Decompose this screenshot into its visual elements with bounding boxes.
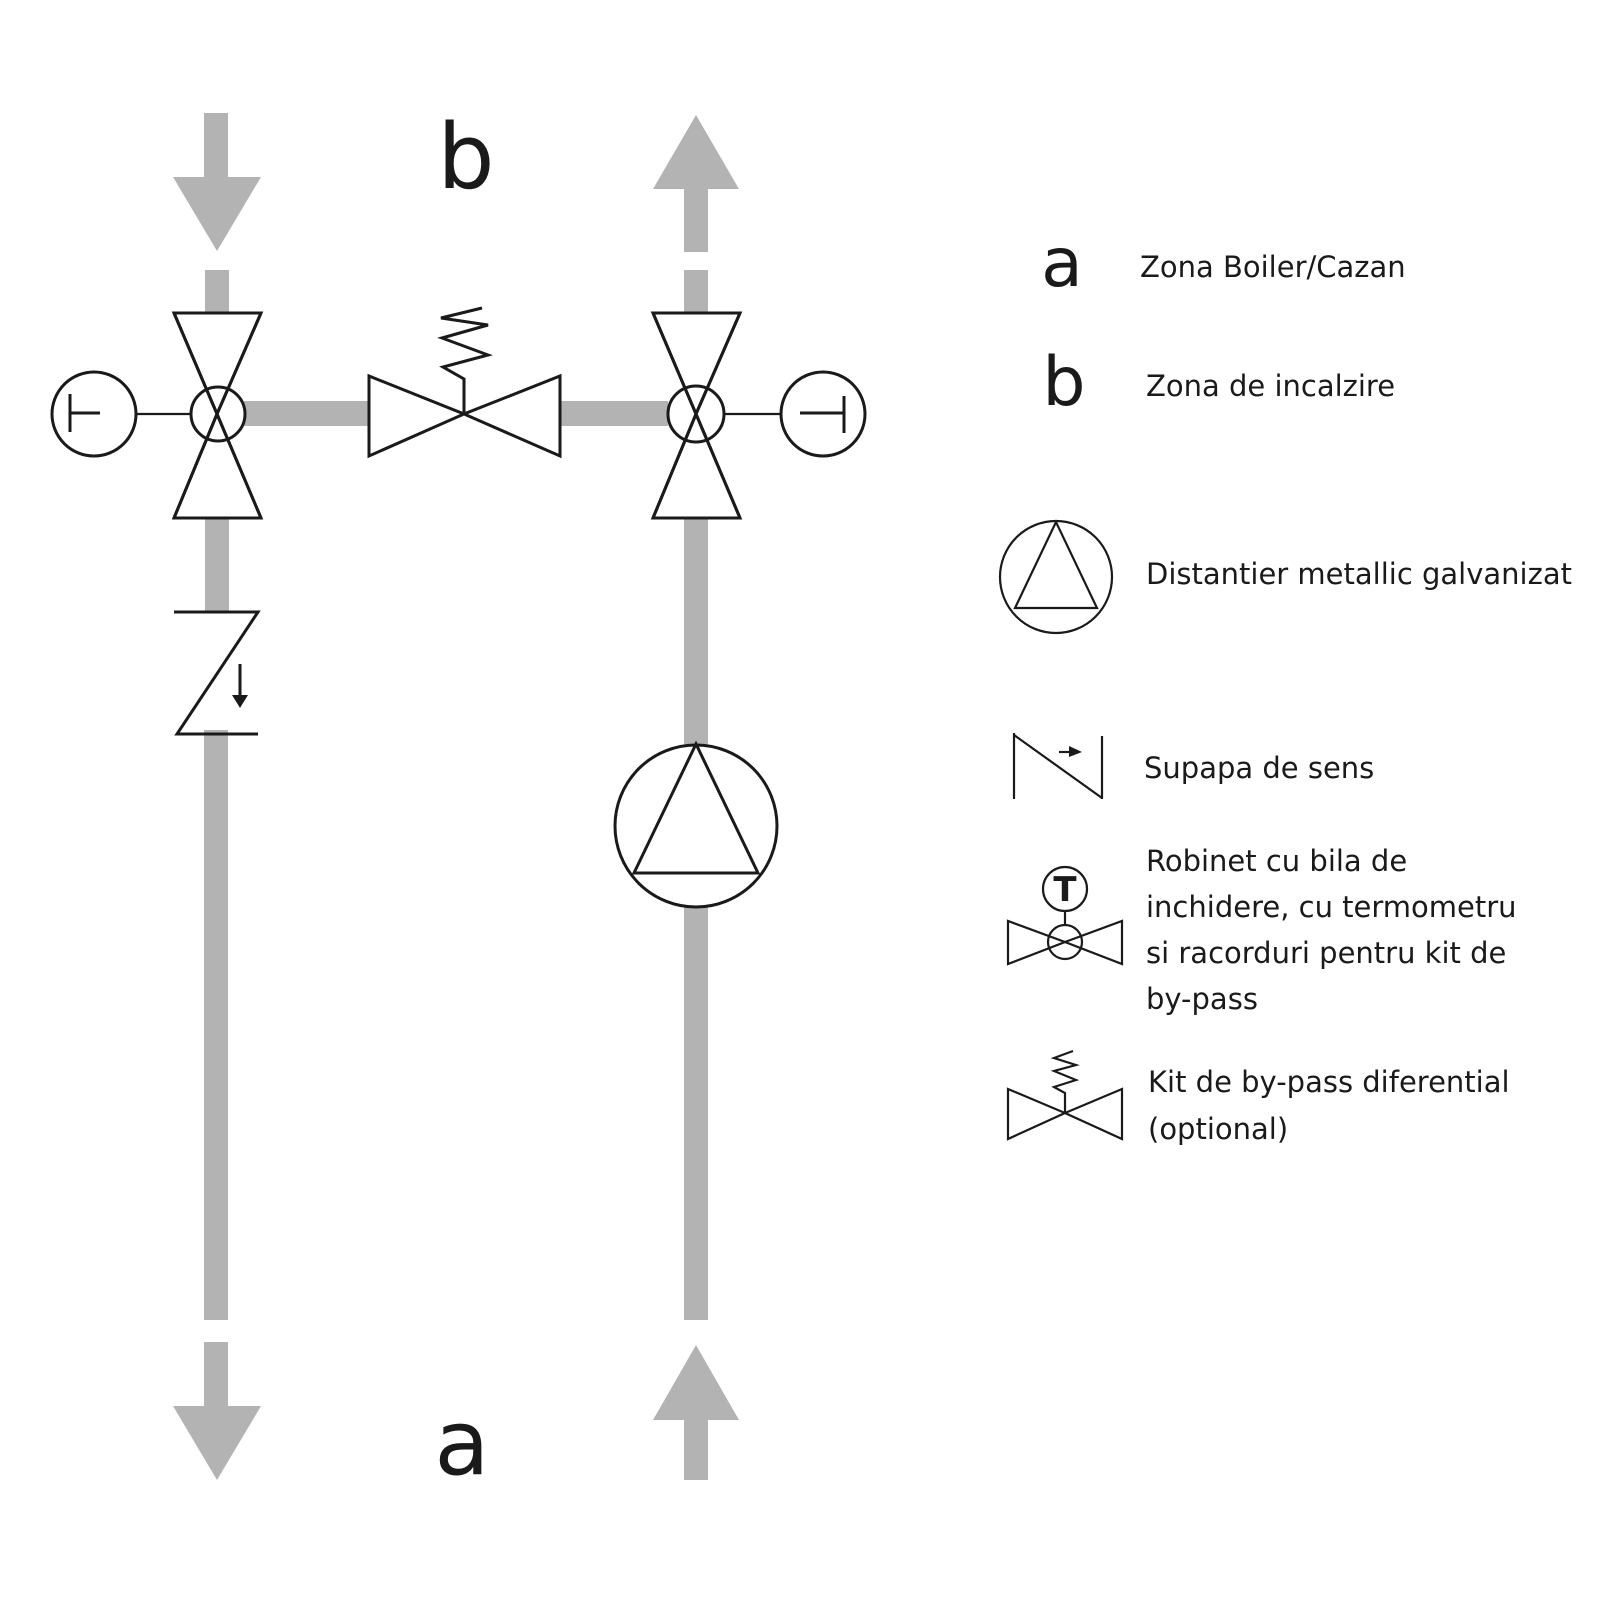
- spacer-icon: [613, 743, 779, 909]
- right-pipe-top-stub: [684, 270, 708, 314]
- legend-label-robinet-line-2: inchidere, cu termometru: [1146, 890, 1517, 924]
- valve-body-top-triangle: [171, 311, 264, 418]
- valve-line: [172, 312, 219, 415]
- ball-circle: [1046, 923, 1084, 961]
- valve-body-bottom-triangle: [650, 410, 743, 520]
- legend-label-kit-line-2: (optional): [1148, 1112, 1288, 1146]
- valve-line: [651, 413, 698, 519]
- zone-label-bottom: a: [434, 1391, 489, 1496]
- pipes: [173, 113, 739, 1480]
- right-outlet-arrow-shaft: [684, 189, 708, 252]
- valve-line: [172, 413, 219, 519]
- left-inlet-arrow-head: [173, 177, 261, 251]
- flow-direction-arrowhead: [232, 695, 248, 708]
- flow-direction-arrowhead: [1069, 746, 1082, 757]
- right-pipe-segment-lower: [684, 905, 708, 1320]
- bypass-right-triangle: [460, 373, 562, 459]
- valve-right-triangle: [1061, 919, 1124, 966]
- legend-ball-valve-thermometer-icon: T: [1006, 865, 1124, 966]
- left-pipe-top-stub: [205, 270, 229, 314]
- left-pipe-segment-lower: [204, 730, 228, 1320]
- legend-label-robinet-line-4: by-pass: [1146, 982, 1258, 1016]
- pump-spacer: [613, 740, 779, 909]
- spacer-triangle: [1013, 519, 1099, 610]
- valve-left-triangle: [1006, 919, 1069, 966]
- legend-label-robinet-line-1: Robinet cu bila de: [1146, 844, 1407, 878]
- right-inlet-arrow-shaft: [684, 1420, 708, 1480]
- zone-label-top: b: [437, 105, 494, 210]
- check-valve-icon: [1013, 734, 1103, 799]
- left-ball-valve-thermometer: [50, 311, 264, 520]
- left-pipe-segment-upper: [205, 516, 229, 612]
- legend-label-supapa: Supapa de sens: [1144, 751, 1374, 785]
- thermometer-mark: T: [1053, 870, 1077, 910]
- left-inlet-arrow-shaft: [204, 113, 228, 177]
- legend: a Zona Boiler/Cazan b Zona de incalzire …: [998, 224, 1572, 1146]
- valve-line: [694, 312, 742, 415]
- valve-body-top-triangle: [650, 311, 743, 418]
- left-outlet-arrow-head: [173, 1406, 261, 1480]
- left-outlet-arrow-shaft: [204, 1342, 228, 1407]
- right-inlet-arrow-head: [653, 1345, 739, 1420]
- bypass-pipe-left: [244, 401, 369, 426]
- legend-symbol-a: a: [1041, 224, 1083, 303]
- bypass-right-triangle: [1062, 1087, 1124, 1141]
- legend-label-distantier: Distantier metallic galvanizat: [1146, 557, 1572, 591]
- valve-line: [651, 312, 698, 415]
- legend-label-zona-boiler: Zona Boiler/Cazan: [1140, 250, 1406, 284]
- legend-symbol-b: b: [1042, 343, 1085, 422]
- spacer-icon: [998, 519, 1114, 635]
- right-outlet-arrow-head: [653, 115, 739, 189]
- legend-bypass-valve-icon: [1006, 1049, 1124, 1141]
- check-valve: [174, 610, 261, 736]
- spring-icon: [1050, 1049, 1080, 1113]
- legend-label-kit-line-1: Kit de by-pass diferential: [1148, 1065, 1510, 1099]
- legend-check-valve-icon: [1012, 733, 1104, 799]
- right-pipe-segment-upper: [684, 516, 708, 746]
- spring-icon: [437, 306, 493, 414]
- right-ball-valve-thermometer: [650, 311, 867, 520]
- legend-spacer-icon: [998, 519, 1114, 635]
- legend-label-robinet-line-3: si racorduri pentru kit de: [1146, 936, 1506, 970]
- check-valve-icon: [174, 610, 261, 736]
- legend-label-zona-incalzire: Zona de incalzire: [1146, 369, 1395, 403]
- bypass-differential-valve: [367, 306, 562, 459]
- bypass-pipe-right: [560, 401, 668, 426]
- spacer-triangle: [631, 740, 761, 875]
- valve-line: [215, 312, 263, 415]
- valve-body-bottom-triangle: [171, 410, 264, 520]
- valve-line: [694, 413, 742, 519]
- bypass-left-triangle: [367, 373, 468, 459]
- bypass-left-triangle: [1006, 1087, 1068, 1141]
- valve-line: [215, 413, 263, 519]
